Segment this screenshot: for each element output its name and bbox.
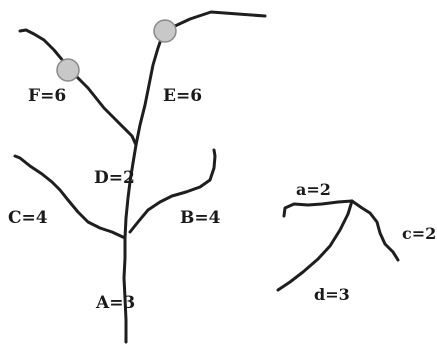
segment-b-branch	[128, 148, 217, 234]
label-a: A=3	[96, 293, 136, 313]
label-d: D=2	[94, 168, 135, 188]
segment-c-branch	[13, 154, 127, 240]
segment-a-trunk	[122, 236, 128, 344]
node-marker-f	[56, 58, 80, 82]
segment-d-stem	[123, 143, 138, 240]
label-b: B=4	[180, 208, 221, 228]
label-small-c: c=2	[402, 224, 437, 243]
segment-d-small	[276, 199, 354, 292]
label-small-d: d=3	[314, 285, 350, 304]
label-small-a: a=2	[296, 180, 331, 199]
label-e: E=6	[163, 86, 203, 106]
segment-a-small	[282, 199, 354, 218]
node-marker-e	[153, 19, 177, 43]
label-f: F=6	[28, 86, 67, 106]
label-c: C=4	[8, 208, 48, 228]
segment-f-branch	[18, 28, 138, 147]
segment-c-small	[350, 199, 400, 262]
